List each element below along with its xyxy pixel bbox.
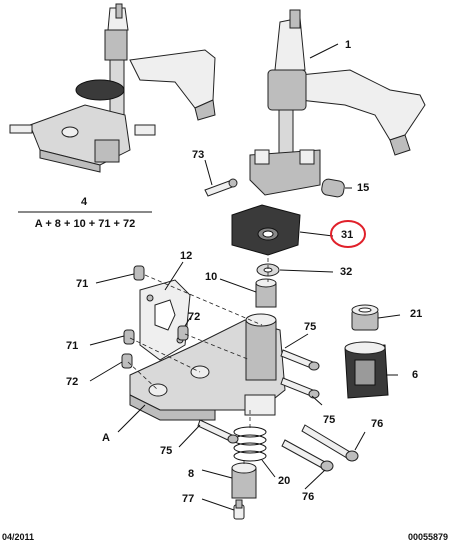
- alignment-lines: [127, 258, 269, 466]
- footer-reference: 00055879: [408, 532, 448, 542]
- callout-15: 15: [357, 182, 369, 194]
- callout-75-upper: 75: [304, 321, 316, 333]
- callout-A: A: [102, 432, 110, 444]
- callout-6: 6: [412, 369, 418, 381]
- callout-labels: 1 73 15 4 31 12 10 32 71 72 21 75 71 6 7…: [66, 39, 422, 505]
- upper-lever-part-1: [249, 9, 426, 196]
- callout-75-lower: 75: [160, 445, 172, 457]
- bush-part-21: [351, 304, 379, 331]
- callout-20: 20: [278, 475, 290, 487]
- callout-71-lower: 71: [66, 340, 78, 352]
- bushing-part-10: [255, 278, 277, 308]
- pin-part-73: [204, 178, 238, 197]
- callout-1: 1: [345, 39, 351, 51]
- callout-8: 8: [188, 468, 194, 480]
- leader-lines: [89, 43, 401, 511]
- spring-part-20: [233, 426, 267, 462]
- screw-part-77: [233, 499, 245, 520]
- dowel-pins: [121, 265, 189, 369]
- kit-formula-text: A + 8 + 10 + 71 + 72: [35, 218, 136, 230]
- callout-72-upper: 72: [188, 311, 200, 323]
- callout-21: 21: [410, 308, 422, 320]
- kit-formula: A + 8 + 10 + 71 + 72: [18, 211, 152, 230]
- callout-4: 4: [81, 196, 88, 208]
- bushing-part-15: [321, 178, 345, 198]
- callout-73: 73: [192, 149, 204, 161]
- callout-77: 77: [182, 493, 194, 505]
- highlight-circle: [330, 220, 366, 248]
- callout-31: 31: [341, 229, 353, 241]
- callout-76-upper: 76: [371, 418, 383, 430]
- bushing-part-8: [231, 462, 257, 499]
- callout-12: 12: [180, 250, 192, 262]
- footer-date: 04/2011: [2, 532, 34, 542]
- callout-32: 32: [340, 266, 352, 278]
- callout-72-lower: 72: [66, 376, 78, 388]
- callout-71-upper: 71: [76, 278, 88, 290]
- callout-10: 10: [205, 271, 217, 283]
- inset-assembly-view: [9, 3, 216, 173]
- callout-76-lower: 76: [302, 491, 314, 503]
- bolts-75-76: [197, 349, 359, 472]
- grommet-part-31: [231, 204, 301, 256]
- gasket-plate-part-12: [139, 279, 191, 361]
- washer-part-32: [256, 263, 280, 277]
- callout-75-middle: 75: [323, 414, 335, 426]
- cage-part-6: [344, 341, 389, 399]
